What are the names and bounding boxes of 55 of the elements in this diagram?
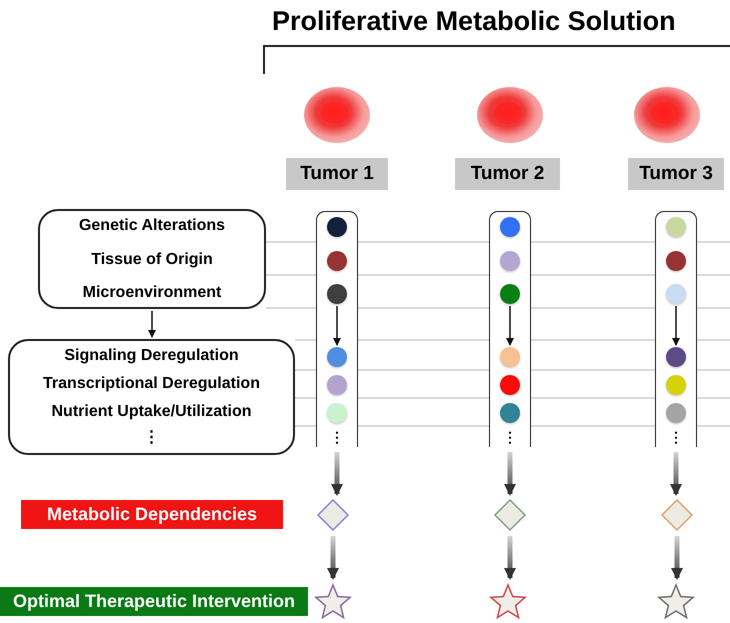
factor-label: Microenvironment bbox=[82, 285, 222, 301]
tumor-label: Tumor 3 bbox=[628, 158, 724, 190]
arrow bbox=[504, 536, 516, 580]
factor-label: Nutrient Uptake/Utilization bbox=[52, 404, 252, 420]
star-shape bbox=[657, 583, 695, 620]
colored-dot bbox=[666, 217, 686, 237]
ellipsis-mark: ⋮ bbox=[669, 430, 683, 444]
factor-box bbox=[38, 209, 266, 309]
colored-dot bbox=[500, 375, 520, 395]
arrow bbox=[670, 452, 682, 496]
colored-dot bbox=[327, 375, 347, 395]
colored-dot bbox=[666, 403, 686, 423]
colored-dot bbox=[500, 347, 520, 367]
colored-dot bbox=[500, 284, 520, 304]
arrow bbox=[672, 306, 680, 346]
colored-dot bbox=[327, 403, 347, 423]
tumor-label: Tumor 1 bbox=[286, 158, 388, 190]
factor-label: Transcriptional Deregulation bbox=[43, 376, 260, 392]
tumor-column bbox=[489, 211, 531, 447]
colored-dot bbox=[500, 217, 520, 237]
colored-dot bbox=[327, 217, 347, 237]
ellipsis-mark: ⋮ bbox=[503, 430, 517, 444]
tumor-column bbox=[316, 211, 358, 447]
arrow bbox=[504, 452, 516, 496]
arrow bbox=[148, 311, 156, 338]
factor-box bbox=[8, 339, 295, 455]
colored-dot bbox=[666, 251, 686, 271]
factor-label: Genetic Alterations bbox=[78, 218, 226, 234]
diamond-shape bbox=[494, 499, 526, 531]
factor-label: ⋮ bbox=[144, 430, 160, 446]
arrow bbox=[333, 306, 341, 346]
colored-dot bbox=[500, 403, 520, 423]
diamond-shape bbox=[661, 499, 693, 531]
star-shape bbox=[489, 583, 527, 620]
tumor-column bbox=[655, 211, 697, 447]
diamond-shape bbox=[317, 499, 349, 531]
colored-dot bbox=[327, 347, 347, 367]
tumor-label: Tumor 2 bbox=[455, 158, 560, 190]
colored-dot bbox=[666, 375, 686, 395]
factor-label: Signaling Deregulation bbox=[64, 348, 239, 364]
colored-dot bbox=[327, 251, 347, 271]
arrow bbox=[671, 536, 683, 580]
arrow bbox=[331, 452, 343, 496]
colored-dot bbox=[500, 251, 520, 271]
colored-dot bbox=[666, 284, 686, 304]
colored-dot bbox=[666, 347, 686, 367]
stage-label: Optimal Therapeutic Intervention bbox=[0, 587, 308, 616]
ellipsis-mark: ⋮ bbox=[330, 430, 344, 444]
arrow bbox=[506, 306, 514, 346]
stage-label: Metabolic Dependencies bbox=[21, 500, 283, 529]
diagram-title: Proliferative Metabolic Solution bbox=[272, 6, 676, 37]
colored-dot bbox=[327, 284, 347, 304]
arrow bbox=[327, 536, 339, 580]
factor-label: Tissue of Origin bbox=[91, 252, 213, 268]
star-shape bbox=[314, 583, 352, 620]
